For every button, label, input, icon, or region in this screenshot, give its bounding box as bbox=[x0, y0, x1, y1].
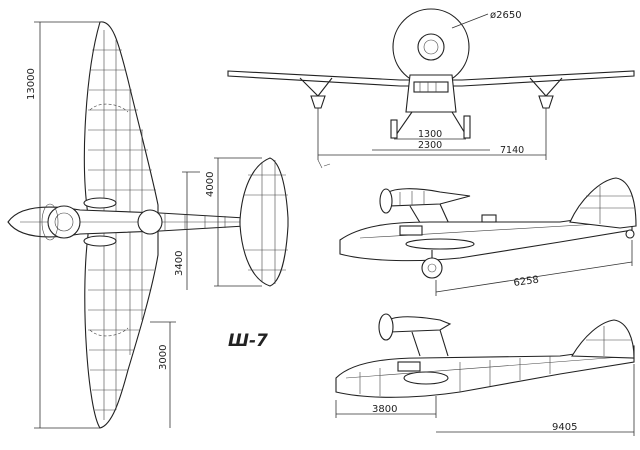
wingspan-label: 13000 bbox=[26, 68, 37, 100]
overall-length-label: 9405 bbox=[552, 422, 577, 433]
hull-length-label: 6258 bbox=[513, 275, 540, 289]
float-length-label: 3800 bbox=[372, 404, 397, 415]
drawing-title: Ш-7 bbox=[228, 331, 268, 351]
float-hull bbox=[335, 345, 635, 398]
side-view-floats: 3800 9405 bbox=[335, 313, 635, 436]
propeller-diameter-label: ø2650 bbox=[490, 10, 522, 21]
track-outer-label: 2300 bbox=[418, 140, 442, 151]
side-view-wheels: 6258 bbox=[339, 177, 637, 296]
engine-circle bbox=[47, 205, 81, 239]
tail-offset-label: 3400 bbox=[174, 251, 185, 276]
front-fuselage bbox=[405, 74, 457, 113]
track-inner-label: 1300 bbox=[418, 129, 442, 140]
stabilizer-span-label: 7140 bbox=[500, 145, 524, 156]
tail-span-label: 4000 bbox=[205, 172, 216, 197]
top-view: 13000 4000 3400 3000 bbox=[7, 21, 289, 429]
horizontal-tail bbox=[239, 157, 289, 287]
wing-offset-label: 3000 bbox=[158, 345, 169, 370]
main-wheel bbox=[421, 257, 443, 279]
side-hull-top bbox=[339, 211, 633, 262]
front-view: ø2650 1300 2300 7140 bbox=[227, 8, 635, 169]
